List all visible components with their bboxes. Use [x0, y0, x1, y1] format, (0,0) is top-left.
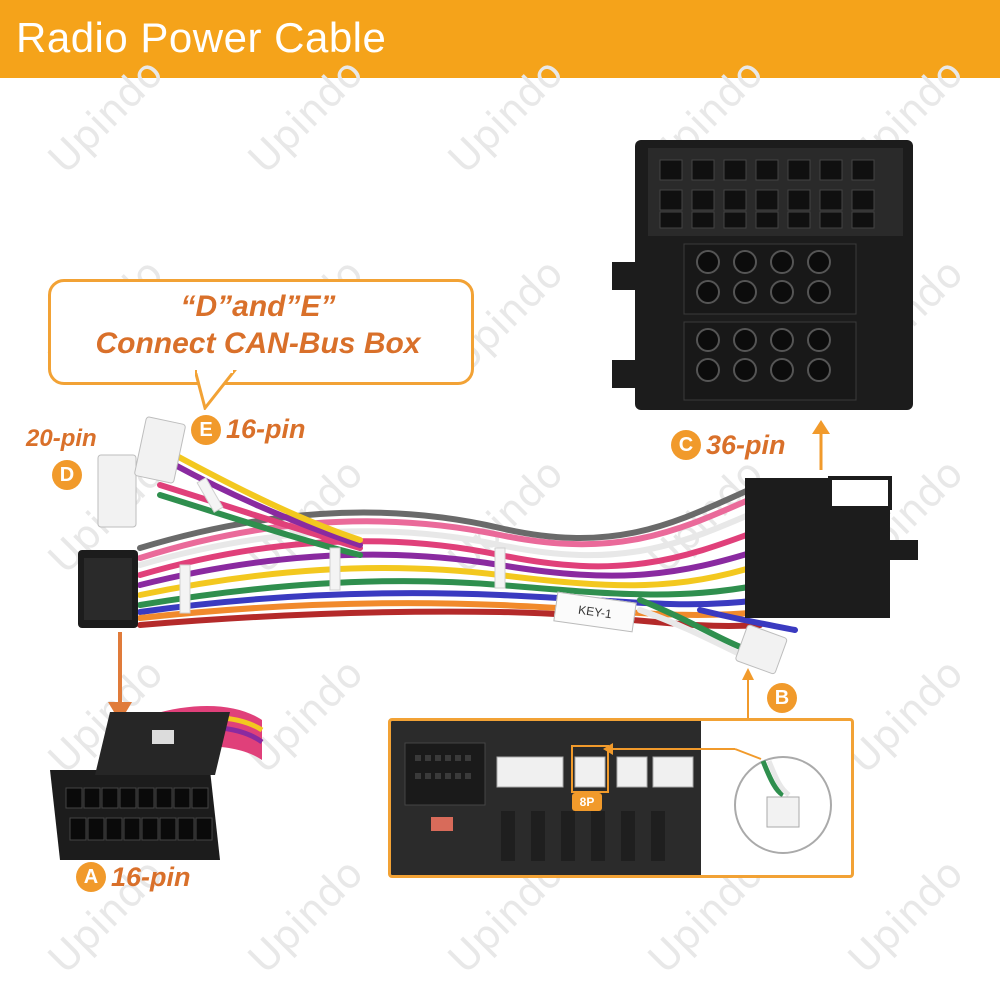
page-title: Radio Power Cable: [16, 14, 387, 61]
badge-e: E: [191, 415, 221, 445]
badge-c: C: [671, 430, 701, 460]
title-bar: Radio Power Cable: [0, 0, 1000, 78]
connector-c-plug: [745, 476, 918, 618]
connector-d-plug: [97, 454, 137, 528]
badge-a: A: [76, 862, 106, 892]
tag-8p: 8P: [572, 793, 602, 811]
arrow-a: [108, 632, 132, 722]
arrow-c: [812, 420, 830, 470]
connector-a-16pin: [50, 705, 264, 860]
wire-bundle: [137, 452, 798, 661]
callout-tail: [195, 370, 237, 410]
callout-heading: “D”and”E”: [180, 290, 336, 323]
callout-text: Connect CAN-Bus Box: [95, 327, 421, 360]
connector-e-plug: [134, 416, 186, 484]
connector-c-36pin: [612, 140, 913, 410]
label-a: 16-pin: [111, 862, 191, 892]
arrow-b: [742, 668, 754, 718]
connector-b-plug: [735, 624, 788, 675]
label-c: 36-pin: [706, 430, 786, 460]
cable-ties: [179, 477, 506, 614]
detail-photo-box: [388, 718, 854, 878]
connector-a-plug: [78, 550, 138, 628]
callout-box: [48, 279, 474, 385]
detail-photo: [391, 721, 832, 875]
label-d: 20-pin: [26, 425, 97, 452]
badge-d: D: [52, 460, 82, 490]
badge-b: B: [767, 683, 797, 713]
label-e: 16-pin: [226, 414, 306, 444]
